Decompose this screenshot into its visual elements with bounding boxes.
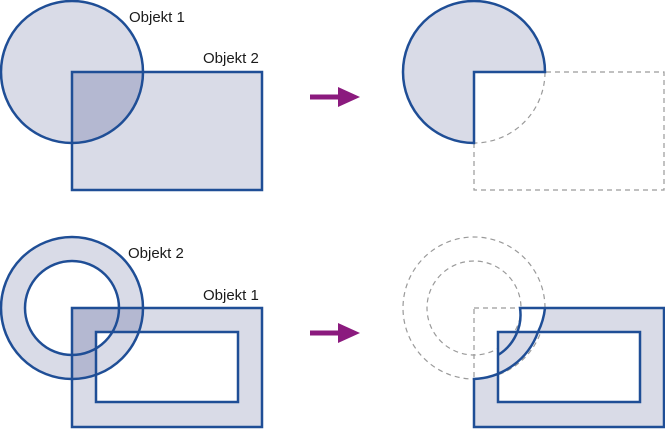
- label-objekt-1-bottom: Objekt 1: [203, 287, 259, 304]
- top-right-result: [401, 0, 665, 191]
- result-frame-shape: [472, 306, 665, 429]
- ring-object-2: [1, 237, 143, 379]
- removed-arc-dashed: [473, 71, 546, 144]
- label-objekt-1-top: Objekt 1: [129, 9, 185, 26]
- label-objekt-2-bottom: Objekt 2: [128, 245, 184, 262]
- bottom-right-result: [402, 236, 665, 429]
- rectangle-object-2-outline: [70, 70, 264, 192]
- right-arrow-icon: [310, 323, 360, 343]
- label-objekt-2-top: Objekt 2: [203, 50, 259, 67]
- frame-inner-outline: [94, 330, 240, 404]
- result-shape: [401, 0, 547, 145]
- right-arrow-icon: [310, 87, 360, 107]
- bottom-left-group: Objekt 2 Objekt 1: [0, 235, 264, 429]
- removed-rectangle-dashed: [473, 71, 665, 191]
- overlap-region-bottom: [72, 308, 143, 379]
- frame-outer-outline: [70, 306, 264, 429]
- top-left-group: Objekt 1 Objekt 2: [0, 0, 264, 192]
